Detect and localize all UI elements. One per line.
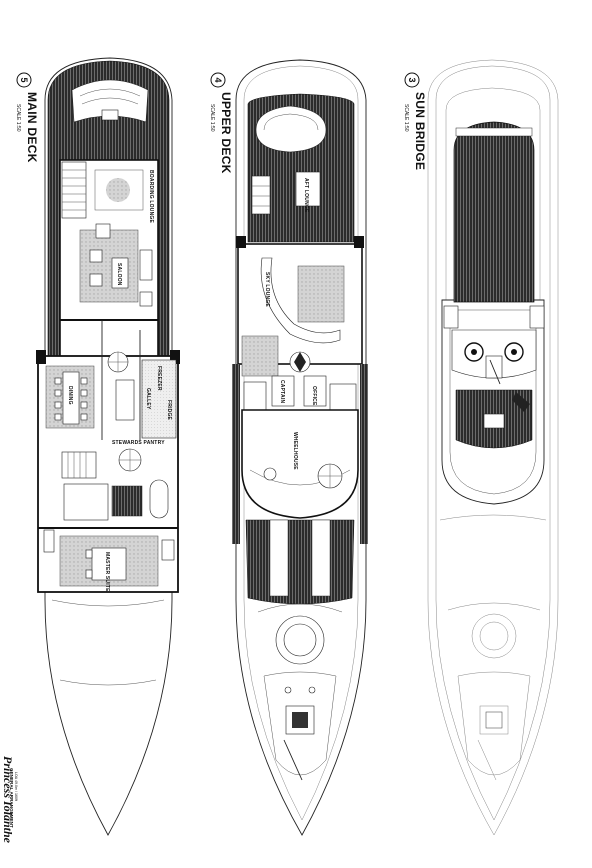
freezer-label: FREEZER [156, 366, 162, 391]
sun-bridge-plan: 3 SUN BRIDGE SCALE 1:50 [403, 59, 559, 836]
sun-bridge-title: SUN BRIDGE [413, 92, 427, 170]
sun-bridge-teak-deck [453, 121, 535, 303]
upper-deck-forward-spa [275, 615, 325, 665]
sky-lounge-rug [297, 265, 345, 323]
saloon-rug [79, 229, 139, 303]
main-deck-number-badge [16, 72, 32, 88]
boarding-lounge-label: BOARDING LOUNGE [148, 170, 154, 223]
main-deck-hull [44, 57, 173, 836]
upper-deck-number-badge [210, 72, 226, 88]
upper-deck-plan: AFT LOUNGE SKY LOUNGE CAPTAIN OFFICE WHE… [209, 59, 368, 836]
brand-name: Princess Iolanthe [1, 756, 15, 844]
sun-bridge-hull [427, 59, 559, 836]
wheelhouse-label: WHEELHOUSE [292, 432, 298, 470]
sky-lounge-label: SKY LOUNGE [264, 272, 270, 307]
main-deck-aft-stairs [61, 161, 87, 219]
main-deck-number: 5 [19, 77, 29, 82]
upper-deck-title: UPPER DECK [219, 92, 233, 174]
upper-deck-number: 4 [213, 77, 223, 82]
brand-note: LOA 49.0m / 160ft [14, 772, 18, 801]
upper-deck-hull [235, 59, 367, 836]
upper-deck-lobby-rug [241, 335, 279, 377]
office-label: OFFICE [311, 386, 317, 406]
aft-lounge-label: AFT LOUNGE [303, 178, 309, 213]
pantry-label: STEWARDS PANTRY [112, 440, 165, 446]
sun-bridge-scale: SCALE 1:50 [403, 104, 409, 132]
upper-deck-tender [255, 105, 327, 153]
master-bath-tub [149, 479, 169, 519]
main-deck-title: MAIN DECK [25, 92, 39, 163]
main-deck-boarding-rug [106, 178, 130, 202]
wheelhouse-room [241, 409, 359, 519]
galley-label: GALLEY [145, 388, 151, 410]
galley-floor [141, 359, 177, 439]
plan-branding: Princess Iolanthe GENERAL ARRANGEMENT LO… [1, 756, 18, 844]
master-suite-label: MASTER SUITE [104, 552, 110, 592]
sun-bridge-number: 3 [407, 77, 417, 82]
upper-deck-foredeck-teak [245, 519, 355, 605]
main-deck-plan: BOARDING LOUNGE SALOON DINING GALLEY FRE… [15, 57, 180, 836]
fridge-label: FRIDGE [166, 400, 172, 421]
captain-label: CAPTAIN [279, 380, 285, 403]
master-bed [91, 547, 127, 581]
dining-table [62, 371, 80, 425]
dining-label: DINING [67, 386, 73, 405]
upper-deck-scale: SCALE 1:50 [209, 104, 215, 132]
brand-subtitle: GENERAL ARRANGEMENT [9, 768, 14, 828]
saloon-label: SALOON [116, 263, 122, 286]
sun-bridge-number-badge [404, 72, 420, 88]
main-deck-scale: SCALE 1:50 [15, 104, 21, 132]
